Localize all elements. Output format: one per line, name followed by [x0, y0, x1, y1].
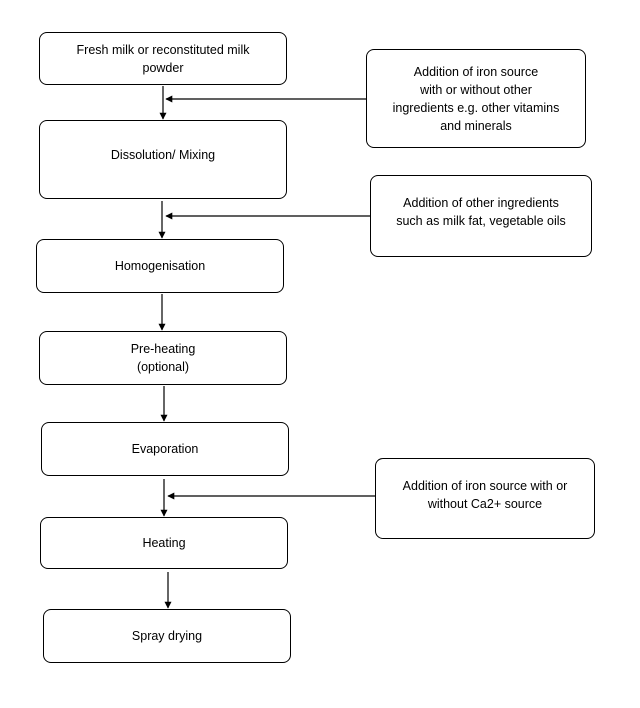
step-homogenisation: Homogenisation: [36, 239, 284, 293]
step-fresh-milk: Fresh milk or reconstituted milk powder: [39, 32, 287, 85]
addition-iron-calcium-label: Addition of iron source with or without …: [402, 479, 568, 511]
step-pre-heating: Pre-heating (optional): [39, 331, 287, 385]
addition-iron-vitamins-label: Addition of iron source with or without …: [392, 64, 560, 133]
step-dissolution-mixing: Dissolution/ Mixing: [39, 120, 287, 199]
step-evaporation: Evaporation: [41, 422, 289, 476]
step-pre-heating-label: Pre-heating (optional): [130, 342, 196, 374]
step-fresh-milk-label: Fresh milk or reconstituted milk powder: [76, 42, 250, 75]
step-homogenisation-label: Homogenisation: [114, 259, 206, 273]
step-spray-drying-label: Spray drying: [131, 629, 203, 643]
step-dissolution-mixing-label: Dissolution/ Mixing: [110, 148, 216, 162]
addition-iron-calcium: Addition of iron source with or without …: [375, 458, 595, 539]
addition-milk-fat-oils-label: Addition of other ingredients such as mi…: [396, 196, 566, 228]
addition-milk-fat-oils: Addition of other ingredients such as mi…: [370, 175, 592, 257]
step-spray-drying: Spray drying: [43, 609, 291, 663]
addition-iron-vitamins: Addition of iron source with or without …: [366, 49, 586, 148]
step-heating: Heating: [40, 517, 288, 569]
step-evaporation-label: Evaporation: [131, 442, 199, 456]
step-heating-label: Heating: [142, 536, 186, 550]
